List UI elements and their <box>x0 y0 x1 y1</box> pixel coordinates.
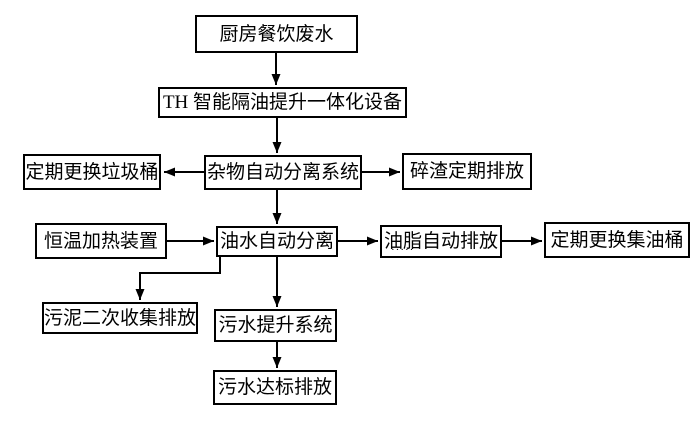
node-replace-trash-bin: 定期更换垃圾桶 <box>23 154 161 190</box>
node-residue-periodic-discharge: 碎渣定期排放 <box>402 153 532 190</box>
node-oil-water-separation: 油水自动分离 <box>216 226 338 257</box>
grease-underline-dots: ····· <box>391 244 415 256</box>
node-th-integrated-unit: TH 智能隔油提升一体化设备 <box>158 87 407 118</box>
node-sludge-secondary-collection: 污泥二次收集排放 <box>42 302 198 334</box>
node-grease-auto-discharge-label: 油脂自动排放 <box>383 231 498 252</box>
node-sewage-lift-system: 污水提升系统 <box>214 309 337 342</box>
node-grease-auto-discharge: 油脂自动排放 ····· <box>380 225 502 258</box>
node-sewage-standard-discharge: 污水达标排放 <box>213 370 337 405</box>
node-replace-oil-bucket: 定期更换集油桶 <box>544 222 690 258</box>
node-kitchen-wastewater: 厨房餐饮废水 <box>195 15 358 53</box>
node-debris-separation-system: 杂物自动分离系统 <box>204 155 362 190</box>
node-constant-temp-heater: 恒温加热装置 <box>35 223 167 259</box>
arrow-oilwater-to-sludge <box>135 256 221 300</box>
